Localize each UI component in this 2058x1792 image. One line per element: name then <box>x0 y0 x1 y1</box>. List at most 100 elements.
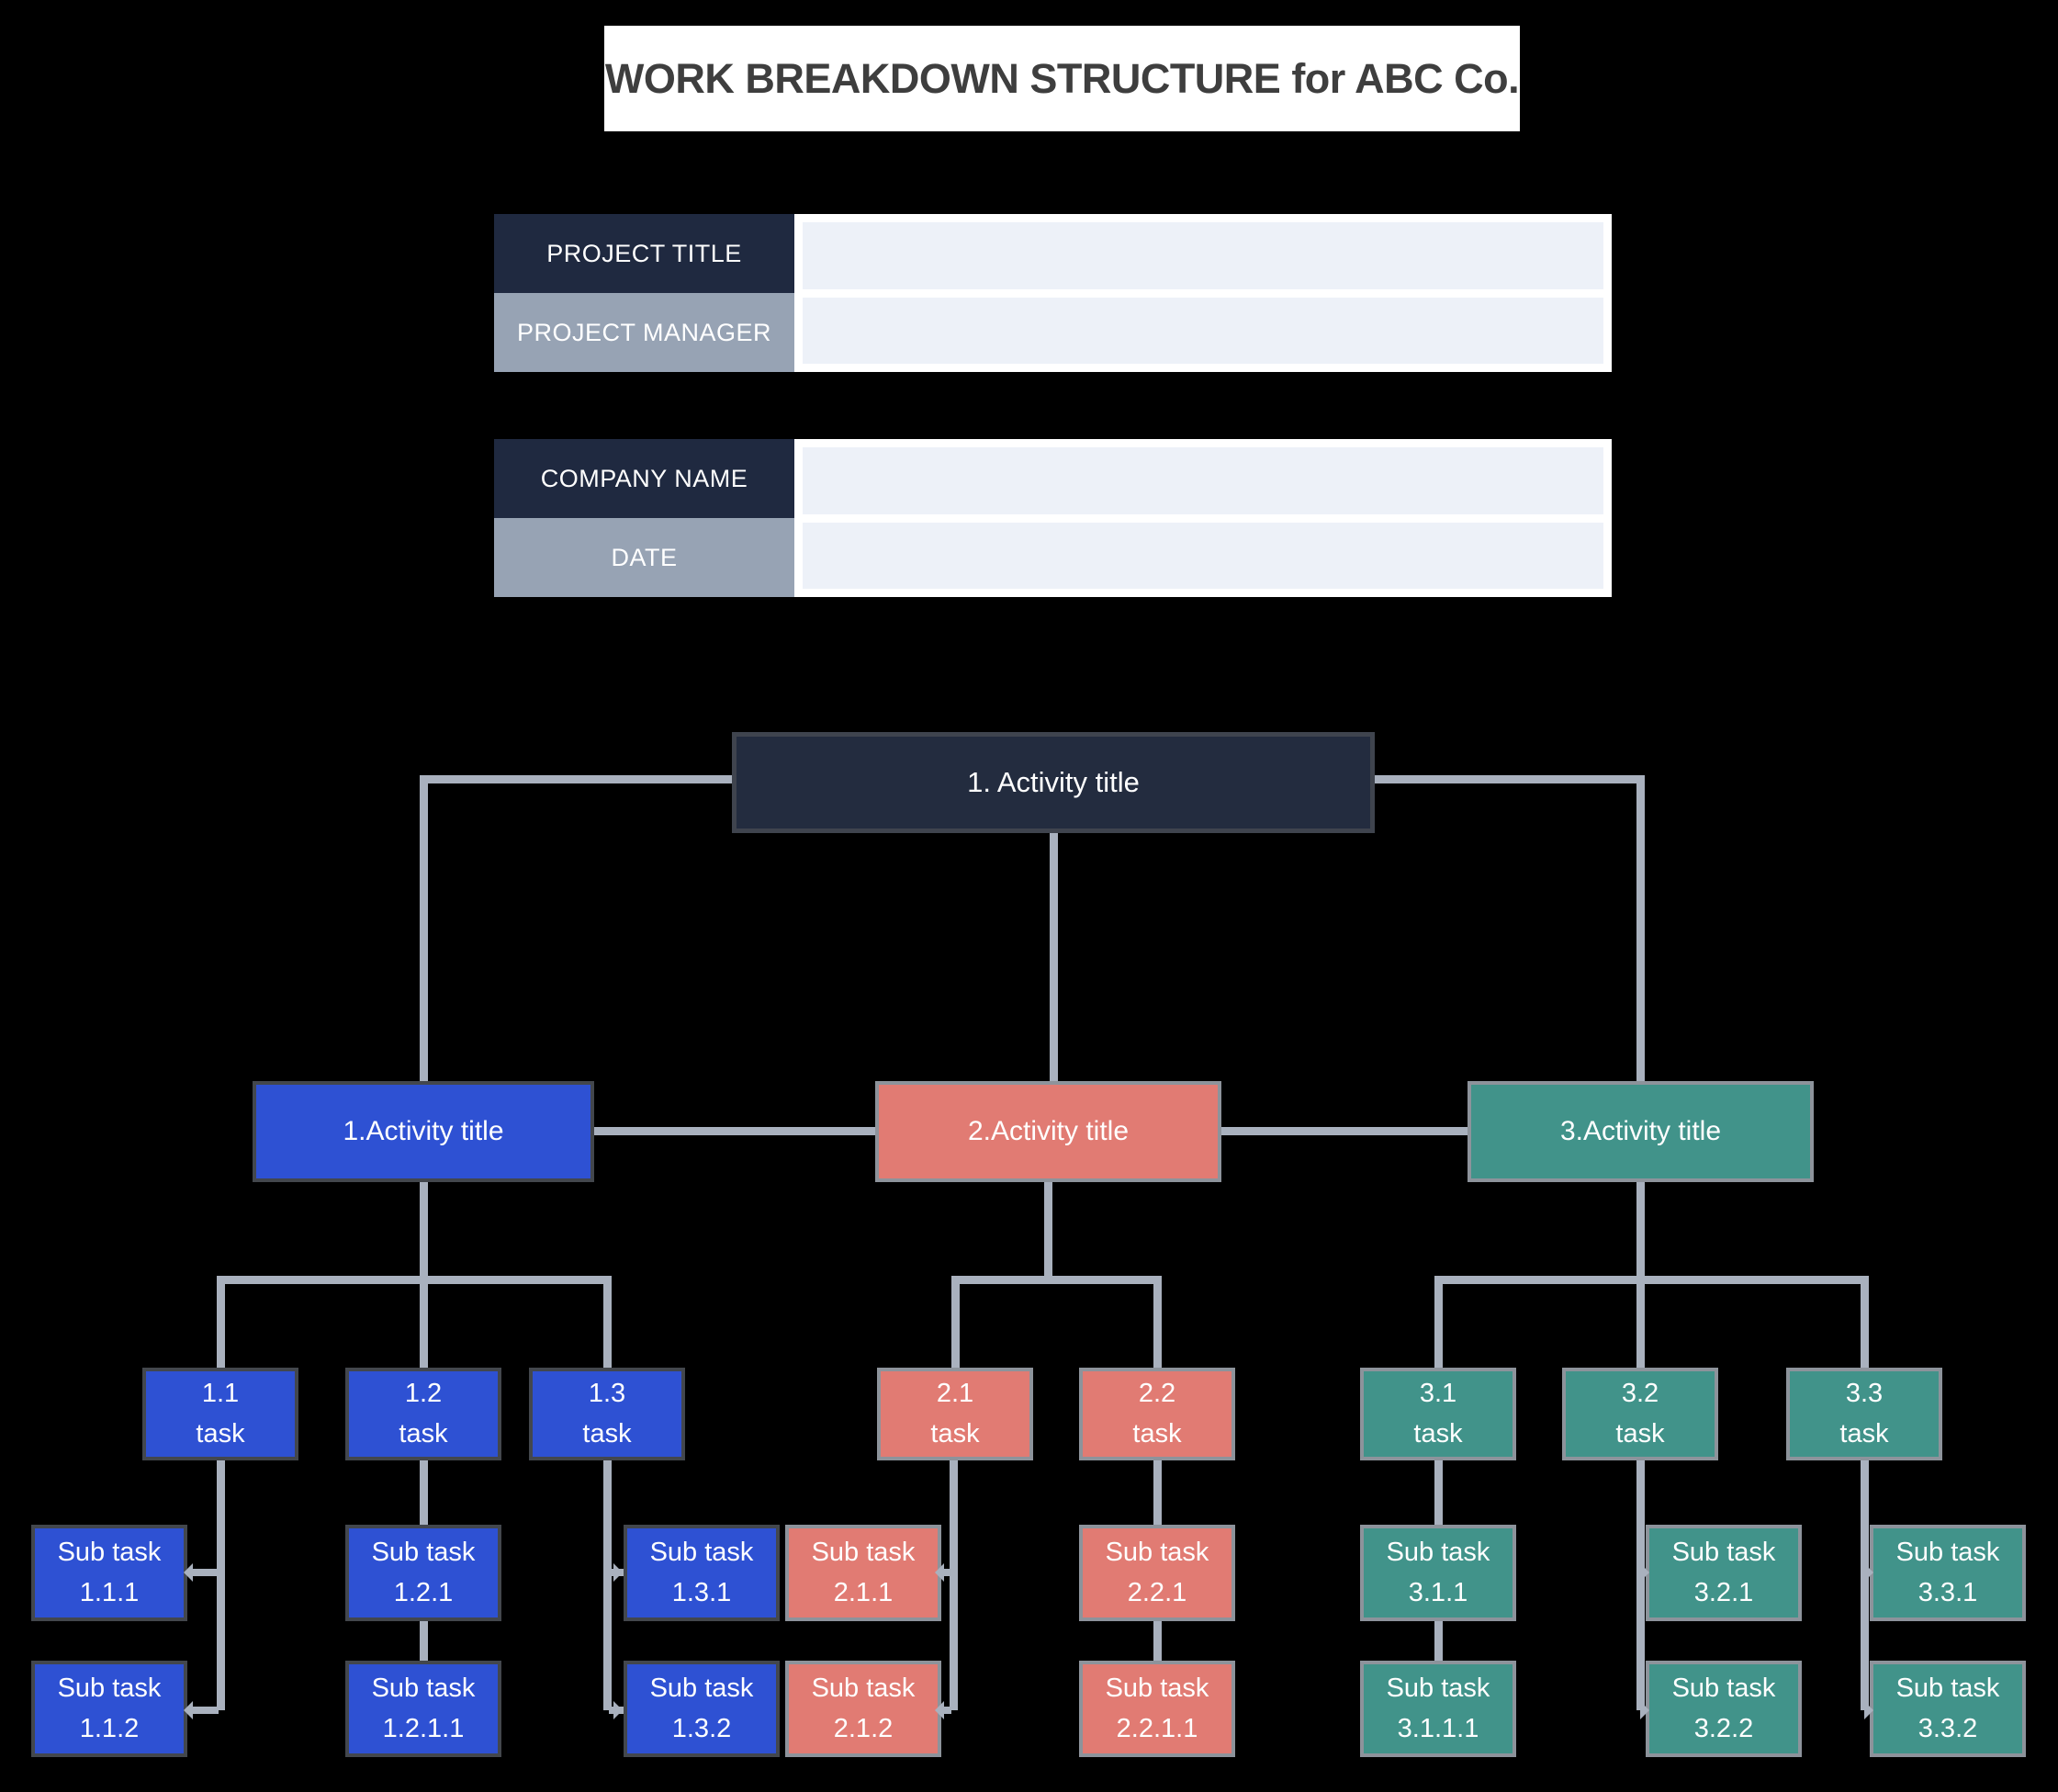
rail-task12-subtask2 <box>420 1621 428 1663</box>
task-word: task <box>399 1418 448 1448</box>
project-info-labels: PROJECT TITLE PROJECT MANAGER <box>494 214 794 372</box>
task-node-3-2[interactable]: 3.2 task <box>1562 1368 1718 1460</box>
date-field[interactable] <box>803 522 1603 589</box>
connector-drop-branch2 <box>1050 833 1058 1081</box>
stub-subtask111 <box>188 1569 219 1576</box>
subtask-line1: Sub task <box>1671 1538 1776 1567</box>
task-node-2-2[interactable]: 2.2 task <box>1079 1368 1235 1460</box>
subtask-line1: Sub task <box>649 1538 754 1567</box>
task-node-1-3[interactable]: 1.3 task <box>529 1368 685 1460</box>
subtask-node-1-1-1[interactable]: Sub task 1.1.1 <box>31 1525 187 1621</box>
root-node[interactable]: 1. Activity title <box>732 732 1375 833</box>
subtask-node-3-2-2[interactable]: Sub task 3.2.2 <box>1646 1661 1802 1757</box>
rail-task31-subtask1 <box>1434 1460 1443 1527</box>
arrowhead <box>926 1701 944 1719</box>
subtask-line1: Sub task <box>1895 1538 2000 1567</box>
task-node-3-3[interactable]: 3.3 task <box>1786 1368 1942 1460</box>
rail-task32-subtasks <box>1636 1460 1645 1710</box>
subtask-line2: 1.3.1 <box>671 1577 732 1607</box>
subtask-line2: 3.3.1 <box>1917 1577 1978 1607</box>
connector-branch2-bar <box>951 1276 1162 1284</box>
connector-root-left <box>423 775 732 783</box>
arrowhead <box>926 1563 944 1582</box>
connector-drop-branch3 <box>1636 775 1645 1081</box>
task-num: 1.3 <box>588 1379 626 1408</box>
subtask-line2: 2.1.1 <box>833 1577 894 1607</box>
rail-task22-subtask2 <box>1153 1621 1162 1663</box>
arrowhead <box>1864 1563 1883 1582</box>
page-title: WORK BREAKDOWN STRUCTURE for ABC Co. <box>604 26 1520 131</box>
rail-task12-subtask1 <box>420 1460 428 1527</box>
connector-task21-drop <box>951 1276 960 1368</box>
arrowhead <box>174 1563 193 1582</box>
stub-subtask112 <box>188 1707 219 1714</box>
connector-task13-drop <box>603 1276 612 1368</box>
subtask-line1: Sub task <box>57 1674 162 1703</box>
subtask-node-3-3-2[interactable]: Sub task 3.3.2 <box>1870 1661 2026 1757</box>
connector-drop-branch1 <box>420 775 428 1081</box>
task-node-3-1[interactable]: 3.1 task <box>1360 1368 1516 1460</box>
subtask-node-3-1-1-1[interactable]: Sub task 3.1.1.1 <box>1360 1661 1516 1757</box>
subtask-node-1-2-1[interactable]: Sub task 1.2.1 <box>345 1525 501 1621</box>
connector-branch2-stem <box>1044 1182 1052 1279</box>
subtask-line1: Sub task <box>1895 1674 2000 1703</box>
subtask-line2: 2.2.1.1 <box>1116 1713 1198 1743</box>
task-node-2-1[interactable]: 2.1 task <box>877 1368 1033 1460</box>
task-word: task <box>196 1418 245 1448</box>
project-manager-field[interactable] <box>803 297 1603 364</box>
arrowhead <box>1640 1701 1659 1719</box>
company-name-field[interactable] <box>803 447 1603 514</box>
subtask-line2: 1.2.1.1 <box>382 1713 465 1743</box>
subtask-line2: 1.3.2 <box>671 1713 732 1743</box>
task-node-1-1[interactable]: 1.1 task <box>142 1368 298 1460</box>
arrowhead <box>174 1701 193 1719</box>
subtask-node-1-1-2[interactable]: Sub task 1.1.2 <box>31 1661 187 1757</box>
rail-task31-subtask2 <box>1434 1621 1443 1663</box>
root-node-label: 1. Activity title <box>967 766 1140 798</box>
subtask-node-2-1-2[interactable]: Sub task 2.1.2 <box>785 1661 941 1757</box>
task-num: 1.1 <box>201 1379 240 1408</box>
task-num: 1.2 <box>404 1379 443 1408</box>
project-title-field[interactable] <box>803 222 1603 289</box>
subtask-line2: 1.1.1 <box>79 1577 140 1607</box>
task-word: task <box>1132 1418 1182 1448</box>
subtask-node-1-2-1-1[interactable]: Sub task 1.2.1.1 <box>345 1661 501 1757</box>
activity-node-3[interactable]: 3.Activity title <box>1468 1081 1814 1182</box>
connector-branch3-stem <box>1636 1182 1645 1368</box>
activity-node-1-label: 1.Activity title <box>343 1116 504 1146</box>
subtask-node-2-2-1-1[interactable]: Sub task 2.2.1.1 <box>1079 1661 1235 1757</box>
arrowhead <box>1864 1701 1883 1719</box>
subtask-line1: Sub task <box>1671 1674 1776 1703</box>
arrowhead <box>613 1563 632 1582</box>
rail-task13-subtasks <box>603 1460 612 1710</box>
connector-branch1-bar <box>217 1276 612 1284</box>
rail-task21-subtasks <box>950 1460 958 1710</box>
task-node-1-2[interactable]: 1.2 task <box>345 1368 501 1460</box>
task-word: task <box>930 1418 980 1448</box>
activity-node-1[interactable]: 1.Activity title <box>253 1081 594 1182</box>
rail-task11-subtasks <box>217 1460 225 1710</box>
subtask-node-2-1-1[interactable]: Sub task 2.1.1 <box>785 1525 941 1621</box>
subtask-line1: Sub task <box>371 1538 476 1567</box>
company-name-label: COMPANY NAME <box>494 439 794 518</box>
connector-task22-drop <box>1153 1276 1162 1368</box>
task-num: 2.2 <box>1138 1379 1176 1408</box>
subtask-node-3-2-1[interactable]: Sub task 3.2.1 <box>1646 1525 1802 1621</box>
task-word: task <box>1615 1418 1665 1448</box>
project-manager-label: PROJECT MANAGER <box>494 293 794 372</box>
subtask-node-3-1-1[interactable]: Sub task 3.1.1 <box>1360 1525 1516 1621</box>
subtask-line1: Sub task <box>1386 1538 1490 1567</box>
subtask-node-2-2-1[interactable]: Sub task 2.2.1 <box>1079 1525 1235 1621</box>
subtask-node-1-3-1[interactable]: Sub task 1.3.1 <box>624 1525 780 1621</box>
subtask-node-1-3-2[interactable]: Sub task 1.3.2 <box>624 1661 780 1757</box>
activity-node-2[interactable]: 2.Activity title <box>875 1081 1221 1182</box>
company-info-labels: COMPANY NAME DATE <box>494 439 794 597</box>
connector-root-right <box>1375 775 1645 783</box>
subtask-line1: Sub task <box>1105 1538 1209 1567</box>
task-word: task <box>1839 1418 1889 1448</box>
subtask-line2: 3.1.1.1 <box>1397 1713 1479 1743</box>
subtask-line1: Sub task <box>1105 1674 1209 1703</box>
subtask-line1: Sub task <box>649 1674 754 1703</box>
subtask-node-3-3-1[interactable]: Sub task 3.3.1 <box>1870 1525 2026 1621</box>
